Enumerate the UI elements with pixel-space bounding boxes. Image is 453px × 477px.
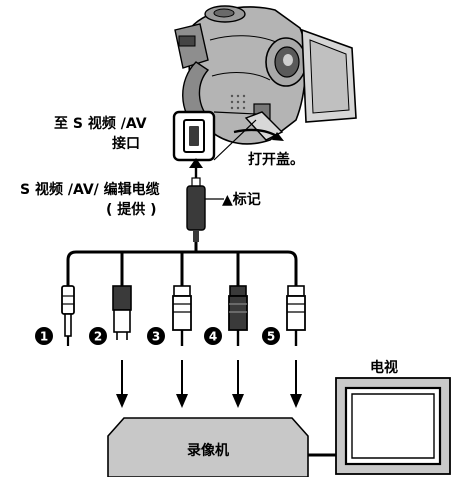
plug-4-rca [228, 285, 248, 346]
open-cover-arrow [233, 128, 284, 141]
plug-5-rca [286, 285, 306, 346]
open-cover-label: 打开盖。 [248, 151, 304, 168]
svg-text:2: 2 [94, 330, 102, 344]
camcorder-illustration [174, 5, 357, 145]
vcr-device [107, 417, 309, 477]
plug-in-arrow [189, 158, 203, 178]
svg-text:3: 3 [152, 330, 160, 344]
callout-lines [213, 111, 257, 161]
plug-1-mini-plug [61, 285, 75, 346]
tv-device [335, 377, 451, 475]
tv-label: 电视 [370, 359, 398, 376]
svg-text:5: 5 [267, 330, 275, 344]
vcr-label: 录像机 [187, 442, 229, 459]
plug-number-badge-4: 4 [204, 327, 222, 345]
av-connector-closeup [172, 110, 216, 162]
svg-text:4: 4 [209, 330, 217, 344]
svg-text:1: 1 [40, 330, 48, 344]
port-label: 至 S 视频 /AV [54, 115, 147, 132]
cable-sublabel: ( 提供 ) [106, 201, 157, 218]
plug-3-rca [172, 285, 192, 346]
plug-number-badge-2: 2 [89, 327, 107, 345]
plug-2-s-video [112, 285, 132, 340]
down-arrows [116, 360, 302, 408]
mark-label: ▲标记 [222, 191, 261, 208]
cable-label: S 视频 /AV/ 编辑电缆 [20, 181, 160, 198]
port-sublabel: 接口 [112, 135, 140, 152]
plug-number-badge-3: 3 [147, 327, 165, 345]
plug-number-badge-5: 5 [262, 327, 280, 345]
cable-harness [66, 242, 298, 286]
plug-number-badge-1: 1 [35, 327, 53, 345]
cable-plug [186, 177, 224, 242]
